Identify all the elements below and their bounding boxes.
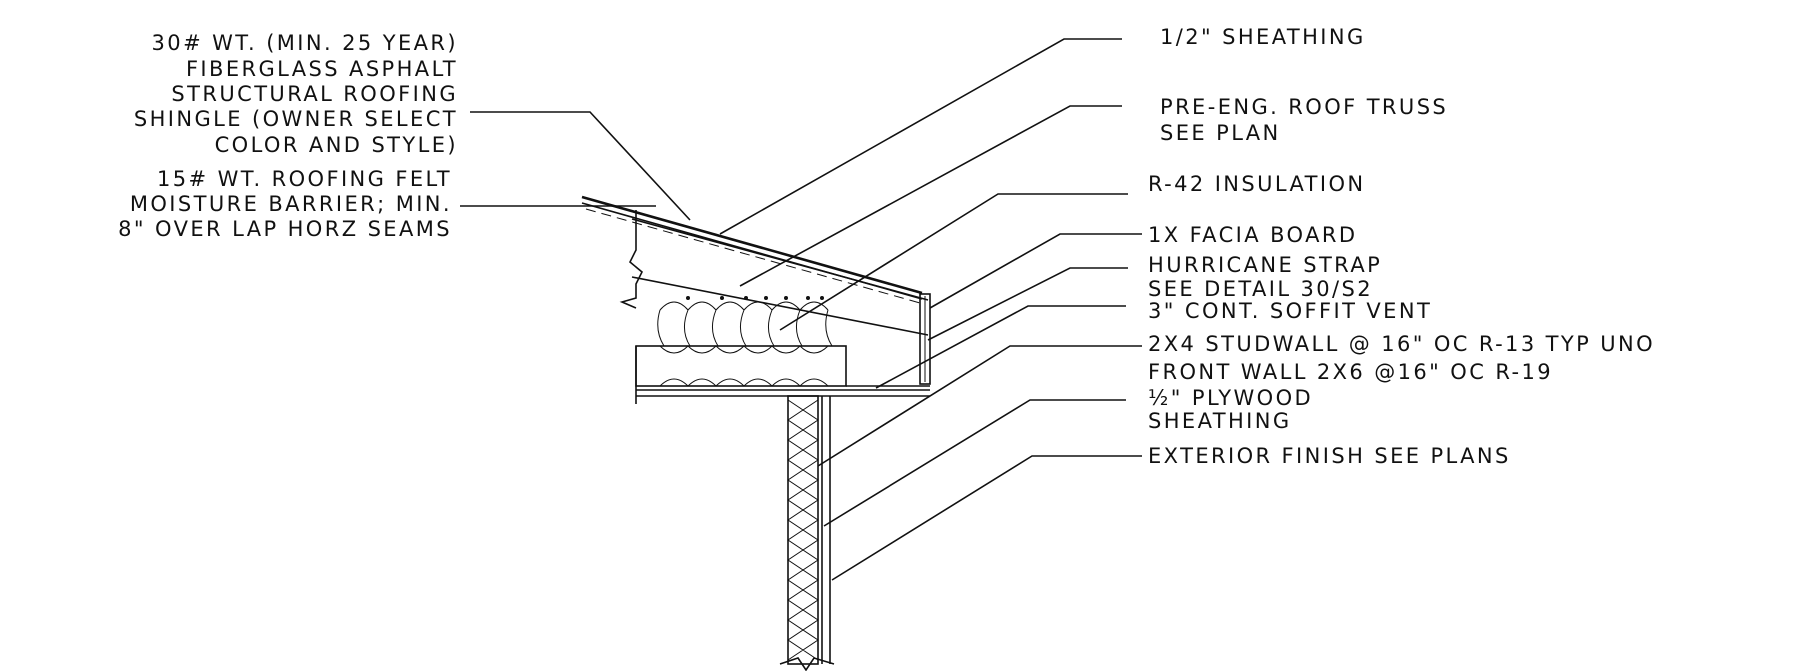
label-felt-line: 15# WT. ROOFING FELT	[157, 167, 452, 191]
label-sheathing: 1/2" SHEATHING	[1160, 25, 1366, 49]
break-line	[619, 210, 643, 309]
leader-truss	[739, 105, 1122, 287]
leader-plywood	[823, 399, 1126, 527]
leader-studwall	[817, 345, 1142, 467]
label-felt-line: 8" OVER LAP HORZ SEAMS	[118, 217, 452, 241]
label-strap-line-1: HURRICANE STRAP	[1148, 253, 1382, 277]
leader-insulation	[779, 193, 1128, 331]
roof-sheathing	[631, 218, 929, 301]
label-studwall-line-1: 2X4 STUDWALL @ 16" OC R-13 TYP UNO	[1148, 332, 1655, 356]
label-soffit: 3" CONT. SOFFIT VENT	[1148, 299, 1432, 323]
roof-assembly	[581, 195, 931, 404]
label-shingle: 30# WT. (MIN. 25 YEAR) FIBERGLASS ASPHAL…	[134, 31, 458, 157]
label-shingle-line: COLOR AND STYLE)	[215, 133, 458, 157]
label-felt-line: MOISTURE BARRIER; MIN.	[130, 192, 452, 216]
label-shingle-line: FIBERGLASS ASPHALT	[186, 57, 458, 81]
shingle-laps	[585, 208, 921, 304]
nail-marks	[686, 296, 824, 300]
label-shingle-line: 30# WT. (MIN. 25 YEAR)	[152, 31, 458, 55]
label-plywood-line-1: ½" PLYWOOD	[1148, 386, 1313, 410]
label-felt: 15# WT. ROOFING FELT MOISTURE BARRIER; M…	[118, 167, 452, 241]
ceiling-insulation	[659, 345, 829, 387]
stud	[787, 395, 819, 665]
wall-break-line	[779, 657, 835, 671]
label-shingle-line: STRUCTURAL ROOFING	[171, 82, 458, 106]
leader-exterior	[831, 455, 1142, 581]
wall-insulation	[787, 399, 819, 661]
leader-soffit	[875, 305, 1126, 389]
leader-strap	[927, 267, 1128, 341]
label-insulation: R-42 INSULATION	[1148, 172, 1366, 196]
label-facia: 1X FACIA BOARD	[1148, 223, 1357, 247]
leader-shingle	[470, 111, 691, 221]
leader-facia	[929, 233, 1142, 309]
leader-sheathing	[719, 38, 1122, 235]
truss-top-chord	[631, 276, 929, 336]
label-truss-line-1: PRE-ENG. ROOF TRUSS	[1160, 95, 1448, 119]
wall-assembly	[779, 395, 835, 671]
attic-insulation	[657, 301, 833, 347]
label-exterior: EXTERIOR FINISH SEE PLANS	[1148, 444, 1511, 468]
label-truss-line-2: SEE PLAN	[1160, 121, 1281, 145]
leader-lines	[460, 38, 1142, 581]
label-shingle-line: SHINGLE (OWNER SELECT	[134, 107, 458, 131]
label-plywood-line-2: SHEATHING	[1148, 409, 1292, 433]
label-strap-line-2: SEE DETAIL 30/S2	[1148, 277, 1373, 301]
label-studwall-line-2: FRONT WALL 2X6 @16" OC R-19	[1148, 360, 1553, 384]
